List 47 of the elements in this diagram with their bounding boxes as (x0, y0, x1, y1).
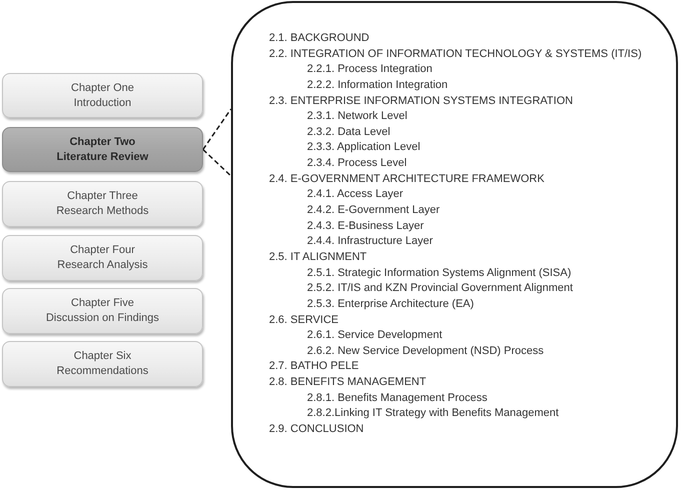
subsection-item: 2.4.1. Access Layer (307, 187, 403, 202)
outline-panel (231, 1, 678, 488)
chapter-number: Chapter Three (67, 189, 138, 204)
chapter-box (2, 235, 203, 281)
section-heading: 2.3. ENTERPRISE INFORMATION SYSTEMS INTEGRATION (269, 94, 573, 109)
section-heading: 2.2. INTEGRATION OF INFORMATION TECHNOLOGY & SYSTEMS (IT/IS) (269, 46, 642, 62)
subsection-item: 2.3.2. Data Level (307, 124, 390, 140)
chapter-title: Discussion on Findings (46, 311, 160, 326)
section-heading: 2.6. SERVICE (269, 312, 338, 328)
chapter-title: Recommendations (56, 364, 148, 379)
dashed-connector (202, 108, 232, 150)
chapter-number: Chapter Four (70, 243, 135, 258)
subsection-item: 2.6.1. Service Development (307, 328, 442, 344)
subsection-item: 2.4.2. E-Government Layer (307, 203, 440, 218)
chapter-title: Research Analysis (57, 258, 148, 273)
subsection-item: 2.2.1. Process Integration (307, 62, 432, 78)
subsection-item: 2.3.1. Network Level (307, 109, 408, 124)
subsection-item: 2.3.3. Application Level (307, 140, 420, 156)
section-heading: 2.5. IT ALIGNMENT (269, 250, 367, 265)
chapter-title: Research Methods (56, 204, 149, 219)
section-heading: 2.4. E-GOVERNMENT ARCHITECTURE FRAMEWORK (269, 172, 544, 187)
subsection-item: 2.4.4. Infrastructure Layer (307, 234, 433, 250)
section-heading: 2.1. BACKGROUND (269, 31, 370, 46)
subsection-item: 2.5.3. Enterprise Architecture (EA) (307, 296, 474, 312)
subsection-item: 2.4.3. E-Business Layer (307, 218, 424, 234)
subsection-item: 2.8.1. Benefits Management Process (307, 390, 488, 406)
chapter-number: Chapter Two (70, 134, 136, 150)
section-heading: 2.8. BENEFITS MANAGEMENT (269, 375, 426, 390)
chapter-number: Chapter Five (71, 296, 134, 311)
subsection-item: 2.8.2.Linking IT Strategy with Benefits Management (307, 406, 559, 422)
subsection-item: 2.3.4. Process Level (307, 156, 407, 172)
chapter-box (2, 341, 203, 387)
selected-chapter-box (2, 127, 203, 172)
chapter-number: Chapter Six (74, 349, 132, 364)
subsection-item: 2.2.2. Information Integration (307, 78, 448, 93)
chapter-box (2, 181, 203, 227)
subsection-item: 2.5.2. IT/IS and KZN Provincial Government Alignment (307, 281, 573, 296)
chapter-box (2, 288, 203, 334)
chapter-box (2, 73, 203, 118)
section-heading: 2.9. CONCLUSION (269, 422, 364, 438)
chapter-number: Chapter One (71, 80, 134, 96)
section-heading: 2.7. BATHO PELE (269, 359, 359, 374)
chapter-title: Literature Review (56, 150, 148, 164)
dashed-connector (202, 148, 232, 177)
subsection-item: 2.5.1. Strategic Information Systems Alignment (SISA) (307, 266, 572, 281)
chapter-title: Introduction (74, 96, 132, 110)
subsection-item: 2.6.2. New Service Development (NSD) Process (307, 344, 544, 359)
